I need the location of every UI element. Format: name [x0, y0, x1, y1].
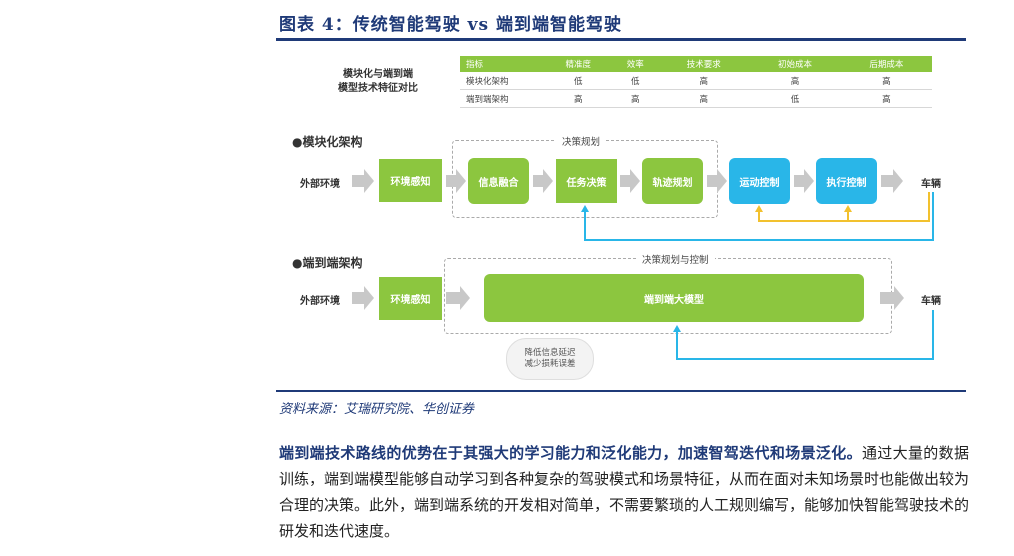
flow-arrow	[543, 169, 553, 193]
flow-arrow-body	[880, 292, 894, 304]
e2e-model-box: 端到端大模型	[484, 274, 864, 322]
table-row: 端到端架构 高 高 高 低 高	[460, 89, 932, 108]
feedback-line	[676, 358, 934, 360]
table-header-cell: 效率	[612, 56, 659, 72]
comparison-table: 指标 精准度 效率 技术要求 初始成本 后期成本 模块化架构 低 低 高 高 高…	[460, 56, 932, 108]
modular-fusion-box: 信息融合	[468, 158, 529, 204]
body-paragraph: 端到端技术路线的优势在于其强大的学习能力和泛化能力，加速智驾迭代和场景泛化。通过…	[279, 440, 969, 544]
e2e-input-label: 外部环境	[300, 296, 340, 307]
flow-arrow	[893, 169, 903, 193]
flow-arrow-body	[352, 292, 364, 304]
source-rule	[276, 390, 966, 392]
table-cell: 高	[544, 89, 613, 108]
flow-arrow-body	[446, 292, 460, 304]
table-header-cell: 后期成本	[840, 56, 932, 72]
flow-arrow-body	[794, 175, 804, 187]
flow-arrow	[630, 169, 640, 193]
table-caption-line1: 模块化与端到端	[343, 69, 413, 80]
flow-arrow-body	[446, 175, 456, 187]
table-cell: 低	[612, 72, 659, 90]
table-header-row: 指标 精准度 效率 技术要求 初始成本 后期成本	[460, 56, 932, 72]
table-header-cell: 初始成本	[749, 56, 841, 72]
flow-arrow	[460, 286, 470, 310]
table-header-cell: 指标	[460, 56, 544, 72]
flow-arrow-body	[707, 175, 717, 187]
modular-task-box: 任务决策	[556, 159, 617, 203]
title-rule	[276, 38, 966, 41]
e2e-perception-box: 环境感知	[379, 277, 442, 320]
e2e-group-label: 决策规划与控制	[636, 252, 715, 266]
modular-group-label: 决策规划	[556, 134, 607, 148]
flow-arrow-body	[881, 175, 893, 187]
flow-arrow	[364, 286, 374, 310]
table-cell: 高	[840, 72, 932, 90]
figure-source: 资料来源：艾瑞研究院、华创证券	[279, 402, 475, 417]
feedback-line-yellow	[928, 192, 930, 222]
feedback-arrow-head	[673, 325, 681, 332]
table-cell: 高	[612, 89, 659, 108]
flow-arrow-body	[352, 175, 364, 187]
table-cell: 高	[749, 72, 841, 90]
figure-title: 图表 4：传统智能驾驶 vs 端到端智能驾驶	[279, 15, 623, 35]
flow-arrow	[717, 169, 727, 193]
modular-execution-box: 执行控制	[816, 158, 877, 204]
feedback-line	[676, 332, 678, 360]
flow-arrow-body	[620, 175, 630, 187]
table-cell: 高	[658, 89, 750, 108]
e2e-section-title: ●端到端架构	[292, 256, 363, 270]
modular-motion-box: 运动控制	[729, 158, 790, 204]
feedback-line-yellow	[758, 220, 930, 222]
modular-perception-box: 环境感知	[379, 159, 442, 202]
flow-arrow	[894, 286, 904, 310]
e2e-benefit-note: 降低信息延迟 减少损耗误差	[506, 338, 594, 380]
table-header-cell: 技术要求	[658, 56, 750, 72]
feedback-line-yellow	[758, 212, 760, 222]
table-cell: 高	[658, 72, 750, 90]
paragraph-lead: 端到端技术路线的优势在于其强大的学习能力和泛化能力，加速智驾迭代和场景泛化。	[279, 444, 862, 462]
feedback-arrow-head-yellow	[844, 205, 852, 212]
feedback-line	[584, 239, 934, 241]
table-cell: 高	[840, 89, 932, 108]
table-row: 模块化架构 低 低 高 高 高	[460, 72, 932, 90]
table-cell: 低	[749, 89, 841, 108]
modular-input-label: 外部环境	[300, 179, 340, 190]
e2e-output-label: 车辆	[921, 296, 941, 307]
modular-section-title: ●模块化架构	[292, 135, 363, 149]
paragraph-body: 通过大量的数据训练，端到端模型能够自动学习到各种复杂的驾驶模式和场景特征，从而在…	[279, 444, 970, 540]
flow-arrow	[456, 169, 466, 193]
table-caption-line2: 模型技术特征对比	[338, 83, 418, 94]
note-line: 减少损耗误差	[524, 359, 576, 369]
feedback-line-yellow	[847, 212, 849, 222]
feedback-arrow-head	[581, 205, 589, 212]
feedback-arrow-head-yellow	[755, 205, 763, 212]
note-line: 降低信息延迟	[524, 348, 576, 358]
feedback-line	[932, 310, 934, 360]
table-cell: 低	[544, 72, 613, 90]
table-cell: 端到端架构	[460, 89, 544, 108]
modular-trajectory-box: 轨迹规划	[642, 158, 703, 204]
flow-arrow	[364, 169, 374, 193]
table-caption: 模块化与端到端 模型技术特征对比	[318, 68, 438, 96]
flow-arrow	[804, 169, 814, 193]
flow-arrow-body	[533, 175, 543, 187]
table-cell: 模块化架构	[460, 72, 544, 90]
table-header-cell: 精准度	[544, 56, 613, 72]
feedback-line	[932, 192, 934, 241]
modular-output-label: 车辆	[921, 179, 941, 190]
feedback-line	[584, 212, 586, 241]
